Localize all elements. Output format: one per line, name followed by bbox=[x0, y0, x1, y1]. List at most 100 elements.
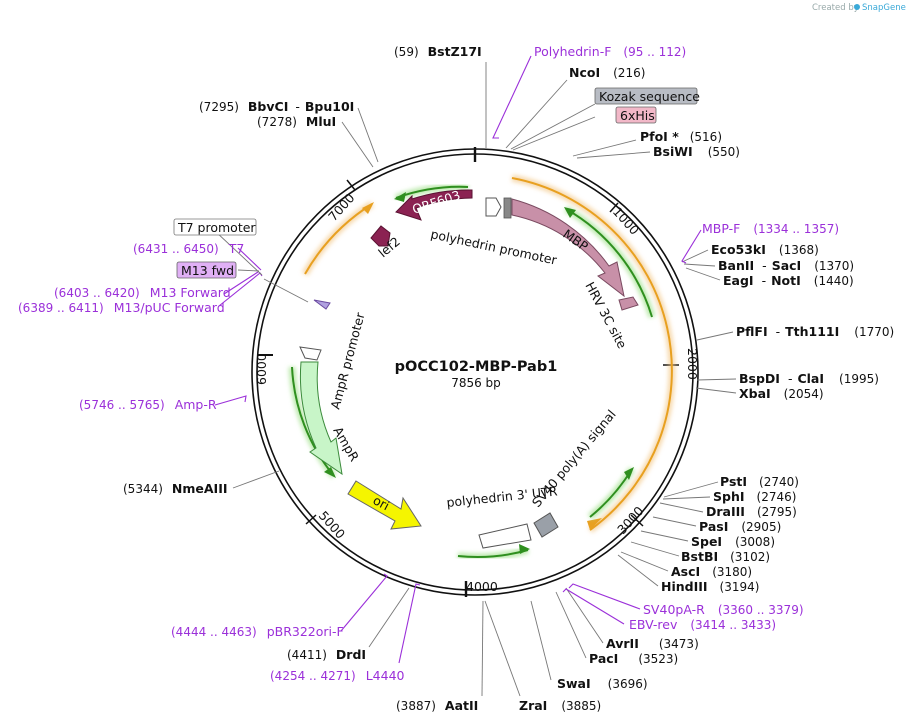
leader-amp-r bbox=[214, 395, 247, 406]
leader-zrai bbox=[484, 600, 521, 697]
hrv-3c-site-arrow bbox=[618, 296, 639, 311]
tick-label-2000: 2000 bbox=[685, 348, 700, 380]
leader-eco53ki bbox=[681, 249, 709, 263]
primer-sv40pa-r: SV40pA-R(3360 .. 3379) bbox=[643, 602, 804, 617]
site-noti: EagI-NotI(1440) bbox=[723, 273, 854, 288]
t7-promoter-box bbox=[173, 218, 257, 236]
his-box bbox=[615, 106, 657, 124]
leader-mbp-f bbox=[681, 229, 702, 264]
polyhedrin-promoter-arrow bbox=[485, 197, 502, 217]
kozak-label: Kozak sequence bbox=[599, 89, 700, 104]
leader-mlui bbox=[341, 121, 374, 168]
kozak-his-block bbox=[503, 197, 512, 219]
tick-5000 bbox=[305, 514, 317, 525]
site-ncoi: NcoI(216) bbox=[569, 65, 645, 80]
site-psti: PstI(2740) bbox=[720, 474, 799, 489]
green-arrowhead-bottom bbox=[519, 544, 530, 554]
ampr-promoter-arrow bbox=[299, 346, 322, 361]
leader-6xhis bbox=[512, 116, 596, 151]
leader-avrii bbox=[565, 587, 604, 644]
leader-m13-block bbox=[263, 278, 309, 303]
primer-m13-forward: (6403 .. 6420)M13 Forward bbox=[54, 285, 231, 300]
leader-pasi bbox=[652, 516, 697, 527]
site-bstz17i: (59)BstZ17I bbox=[394, 44, 482, 59]
mbp-arrow bbox=[511, 198, 625, 298]
sv40-polya-label: SV40 poly(A) signal bbox=[529, 407, 619, 510]
ampr-promoter-label: AmpR promoter bbox=[327, 310, 367, 411]
leader-bsiwi bbox=[576, 151, 651, 159]
leader-paci bbox=[555, 591, 587, 659]
leader-sphi bbox=[662, 496, 711, 500]
leader-sv40pa-r bbox=[568, 583, 641, 610]
leader-l4440 bbox=[398, 583, 421, 664]
orange-arrowhead-left bbox=[362, 202, 374, 214]
leader-ncoi bbox=[505, 79, 568, 149]
green-arrow-right bbox=[565, 208, 653, 318]
credit-brand: SnapGene bbox=[862, 3, 906, 13]
primer-l4440: (4254 .. 4271)L4440 bbox=[270, 668, 405, 683]
site-swai: SwaI(3696) bbox=[557, 676, 648, 691]
leader-aatii bbox=[481, 600, 484, 697]
leader-swai bbox=[530, 600, 552, 681]
site-sphi: SphI(2746) bbox=[713, 489, 796, 504]
ampr-arrow bbox=[299, 361, 343, 476]
green-arrowhead-top bbox=[394, 192, 406, 202]
sv40-polya-block bbox=[533, 512, 559, 538]
site-hindiii: HindIII(3194) bbox=[661, 579, 759, 594]
leader-clai bbox=[696, 378, 737, 381]
site-mlui: (7278)MluI bbox=[257, 114, 336, 129]
orange-arrowhead-right bbox=[587, 518, 602, 530]
orange-arrow-right bbox=[511, 177, 673, 531]
leader-noti bbox=[685, 267, 721, 281]
m13-fwd-box bbox=[176, 261, 237, 279]
site-nmeaiii: (5344)NmeAIII bbox=[123, 481, 228, 496]
site-pfoi: PfoI *(516) bbox=[640, 129, 722, 144]
primer-labels: Polyhedrin-F(95 .. 112) MBP-F(1334 .. 13… bbox=[18, 44, 839, 683]
primer-amp-r: (5746 .. 5765)Amp-R bbox=[79, 397, 217, 412]
site-clai: BspDI-ClaI(1995) bbox=[739, 371, 879, 386]
tick-label-4000: 4000 bbox=[466, 579, 498, 594]
polyhedrin-promoter-label: polyhedrin promoter bbox=[429, 226, 559, 268]
primer-t7: (6431 .. 6450)T7 bbox=[133, 241, 244, 256]
site-eco53ki: Eco53kI(1368) bbox=[711, 242, 819, 257]
site-xbai: XbaI(2054) bbox=[739, 386, 824, 401]
primer-m13puc-forward: (6389 .. 6411)M13/pUC Forward bbox=[18, 300, 225, 315]
primer-pbr322ori-f: (4444 .. 4463)pBR322ori-F bbox=[171, 624, 344, 639]
site-tth111i: PflFI-Tth111I(1770) bbox=[736, 324, 894, 339]
ori-arrow bbox=[347, 480, 422, 530]
leader-nmeaiii bbox=[232, 470, 280, 489]
leader-bbvci bbox=[357, 107, 379, 163]
leader-m13-forward bbox=[223, 271, 259, 295]
primer-ebv-rev: EBV-rev(3414 .. 3433) bbox=[629, 617, 776, 632]
his-label: 6xHis bbox=[620, 108, 655, 123]
polyhedrin-3utr-block bbox=[478, 523, 532, 549]
plasmid-size: 7856 bp bbox=[451, 376, 501, 390]
kozak-box bbox=[594, 87, 698, 105]
leader-psti bbox=[663, 481, 719, 498]
leader-drdi bbox=[368, 587, 410, 648]
leader-kozak bbox=[510, 103, 596, 150]
primer-polyhedrin-f: Polyhedrin-F(95 .. 112) bbox=[534, 44, 686, 59]
m13-primer-block bbox=[313, 299, 331, 310]
site-draiii: DraIII(2795) bbox=[706, 504, 797, 519]
leader-xbai bbox=[695, 387, 737, 394]
m13-fwd-label: M13 fwd bbox=[181, 263, 234, 278]
plasmid-name: pOCC102-MBP-Pab1 bbox=[395, 359, 558, 375]
leader-pfoi bbox=[572, 139, 637, 157]
snapgene-logo-icon bbox=[854, 4, 860, 10]
leader-pbr322ori-f bbox=[340, 573, 388, 632]
site-drdi: (4411)DrdI bbox=[287, 647, 366, 662]
leader-ebv-rev bbox=[562, 588, 625, 625]
site-aatii: (3887)AatII bbox=[396, 698, 478, 713]
credit-prefix: Created by bbox=[812, 3, 859, 13]
site-asci: AscI(3180) bbox=[671, 564, 752, 579]
leader-draiii bbox=[659, 502, 704, 513]
primer-mbp-f: MBP-F(1334 .. 1357) bbox=[702, 221, 839, 236]
leader-tth111i bbox=[696, 331, 734, 341]
lef2-arrow bbox=[370, 225, 391, 247]
site-spei: SpeI(3008) bbox=[691, 534, 775, 549]
leader-asci bbox=[620, 551, 669, 572]
green-arrow-left bbox=[291, 366, 335, 477]
tick-1000 bbox=[609, 202, 619, 213]
tick-3000 bbox=[630, 514, 644, 527]
